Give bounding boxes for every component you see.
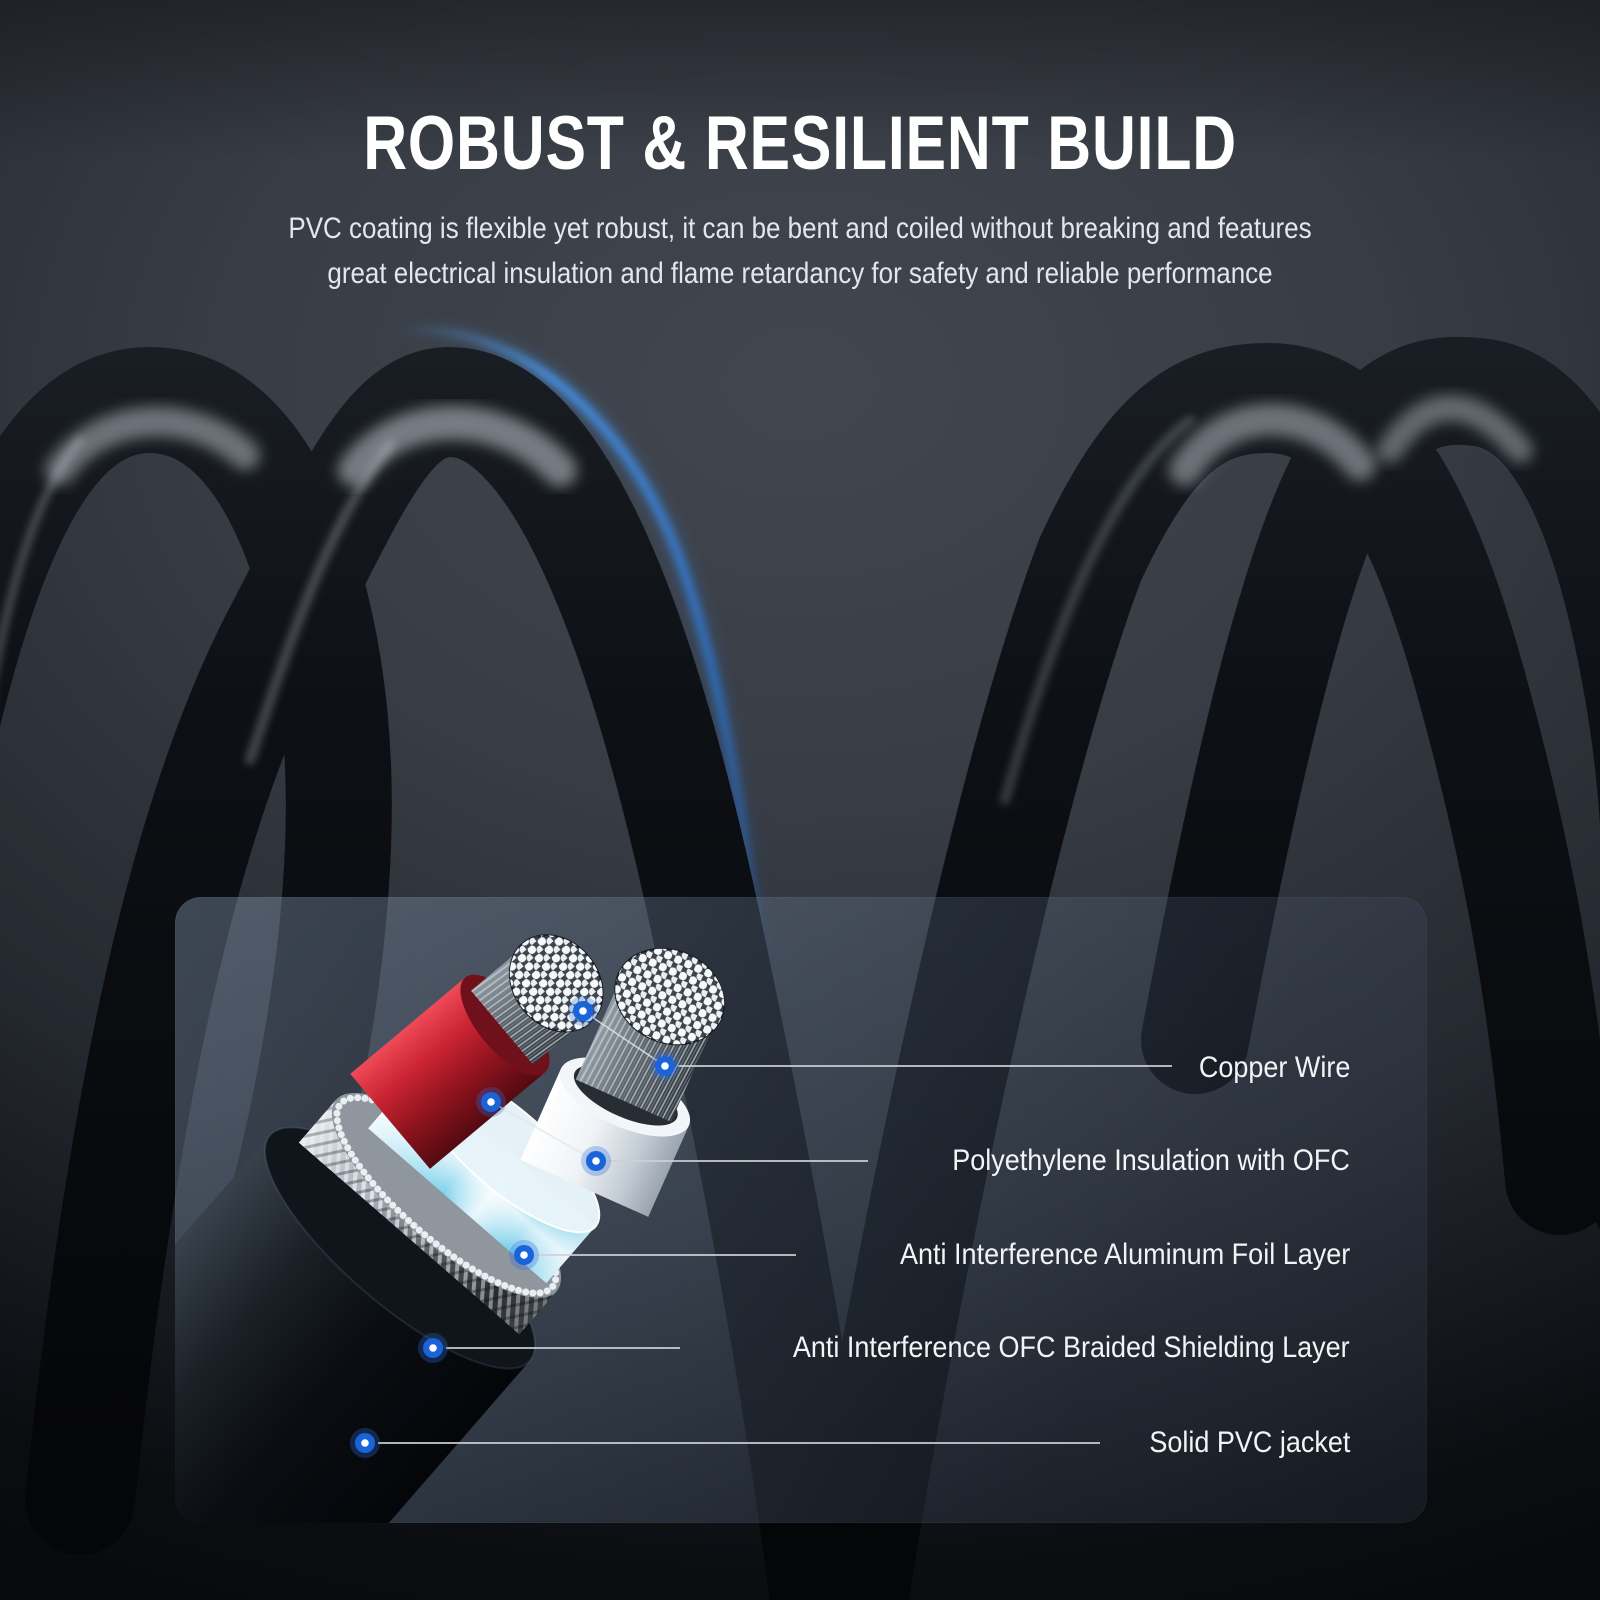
cable-hump-right-front	[797, 342, 1600, 1600]
connector-line-copper-wire	[582, 1010, 666, 1067]
copper-strand-face-right	[615, 948, 725, 1045]
subtitle: PVC coating is flexible yet robust, it c…	[96, 206, 1504, 296]
header: ROBUST & RESILIENT BUILD PVC coating is …	[0, 104, 1600, 296]
marker-dot-copper-wire-b	[650, 1051, 680, 1081]
cable-cutaway-illustration	[175, 934, 1172, 1523]
cable-highlights	[0, 395, 1533, 805]
copper-strand-bundle-right	[575, 947, 726, 1122]
leader-lines	[378, 1065, 1172, 1444]
subtitle-line-2: great electrical insulation and flame re…	[327, 257, 1273, 290]
cable-hump-right-back	[1141, 336, 1600, 1230]
label-aluminum-foil: Anti Interference Aluminum Foil Layer	[899, 1238, 1350, 1271]
cable-hump-mid	[25, 347, 880, 1600]
marker-dot-polyethylene-a	[476, 1087, 506, 1117]
label-copper-wire: Copper Wire	[1198, 1051, 1350, 1084]
marker-dot-copper-wire-a	[568, 996, 598, 1026]
subtitle-line-1: PVC coating is flexible yet robust, it c…	[288, 212, 1312, 245]
label-polyethylene-insulation: Polyethylene Insulation with OFC	[952, 1144, 1350, 1177]
red-insulation-wire	[350, 934, 604, 1169]
marker-dot-aluminum-foil	[509, 1240, 539, 1270]
label-braided-shielding: Anti Interference OFC Braided Shielding …	[793, 1331, 1350, 1364]
copper-strand-bundle-left	[471, 934, 604, 1065]
page-title-text: ROBUST & RESILIENT BUILD	[363, 101, 1237, 186]
connector-line-polyethylene	[490, 1101, 597, 1162]
label-pvc-jacket: Solid PVC jacket	[1148, 1426, 1350, 1459]
white-insulation-wire	[520, 947, 726, 1217]
cable-coils	[0, 336, 1600, 1600]
marker-dot-polyethylene-b	[581, 1146, 611, 1176]
cable-cross-section-card: Copper Wire Polyethylene Insulation with…	[175, 897, 1427, 1523]
marker-dot-pvc-jacket	[350, 1428, 380, 1458]
page-title: ROBUST & RESILIENT BUILD	[0, 104, 1600, 184]
layer-marker-dots	[350, 996, 680, 1458]
connector-lines	[490, 1010, 666, 1162]
marker-dot-braided-shielding	[418, 1333, 448, 1363]
cable-hump-left	[0, 346, 392, 1373]
